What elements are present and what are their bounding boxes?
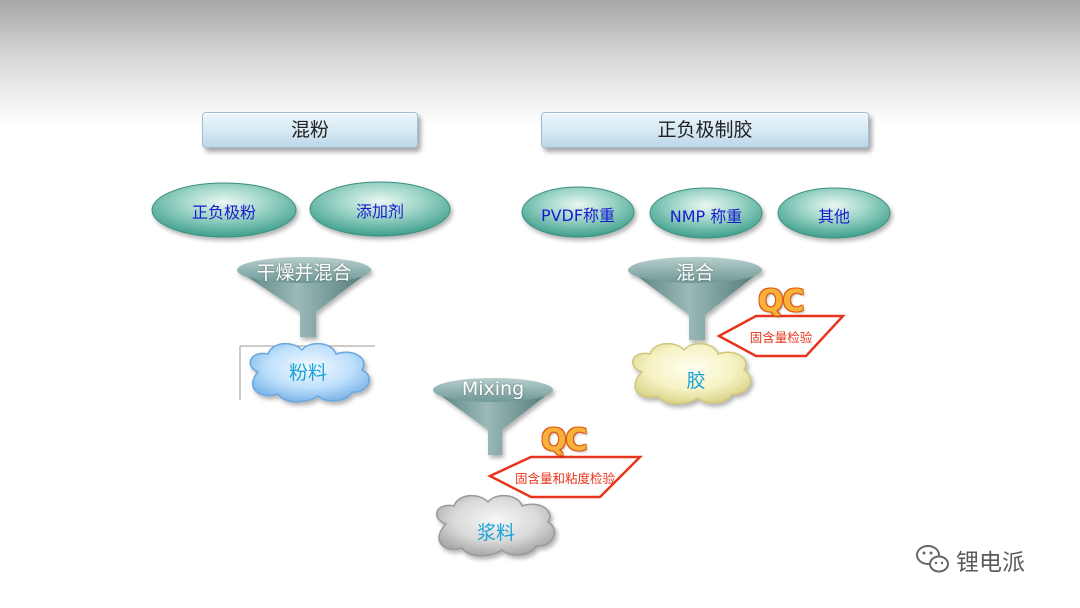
oval-other-label: 其他 bbox=[817, 207, 850, 226]
watermark-text: 锂电派 bbox=[956, 550, 1025, 576]
wechat-icon bbox=[916, 545, 949, 573]
qc-badge-glue: QC bbox=[758, 284, 805, 319]
oval-nmp-label: NMP 称重 bbox=[669, 207, 743, 226]
watermark: 锂电派 bbox=[914, 542, 1025, 578]
oval-pvdf bbox=[521, 186, 635, 238]
funnel-dry-mix bbox=[237, 257, 371, 337]
header-mixing-powder-label: 混粉 bbox=[290, 119, 329, 141]
oval-active-material bbox=[151, 182, 297, 238]
cloud-powder-label: 粉料 bbox=[288, 362, 327, 384]
header-binder-prep-label: 正负极制胶 bbox=[657, 119, 753, 141]
oval-other bbox=[777, 187, 891, 239]
oval-nmp bbox=[649, 187, 763, 239]
cloud-slurry-label: 浆料 bbox=[476, 522, 515, 544]
oval-additive-label: 添加剂 bbox=[355, 202, 404, 221]
qc-diamond-glue bbox=[716, 314, 846, 358]
cloud-glue bbox=[632, 342, 752, 405]
header-mixing-powder: 混粉 bbox=[202, 112, 418, 148]
cloud-slurry bbox=[436, 494, 556, 557]
cloud-glue-label: 胶 bbox=[686, 370, 706, 392]
oval-active-material-label: 正负极粉 bbox=[191, 203, 256, 222]
qc-diamond-slurry bbox=[487, 455, 644, 499]
qc-slurry-label: 固含量和粘度检验 bbox=[514, 471, 615, 486]
funnel-mixing bbox=[433, 378, 553, 455]
funnel-mix bbox=[628, 257, 762, 340]
oval-additive bbox=[309, 181, 451, 237]
header-binder-prep: 正负极制胶 bbox=[541, 112, 869, 148]
cloud-powder bbox=[239, 342, 375, 403]
qc-badge-slurry: QC bbox=[541, 423, 588, 458]
funnel-dry-mix-label: 干燥并混合 bbox=[256, 262, 352, 284]
qc-glue-label: 固含量检验 bbox=[749, 330, 813, 345]
oval-pvdf-label: PVDF称重 bbox=[540, 206, 616, 225]
funnel-mix-label: 混合 bbox=[675, 262, 714, 284]
funnel-mixing-label: Mixing bbox=[461, 378, 525, 400]
